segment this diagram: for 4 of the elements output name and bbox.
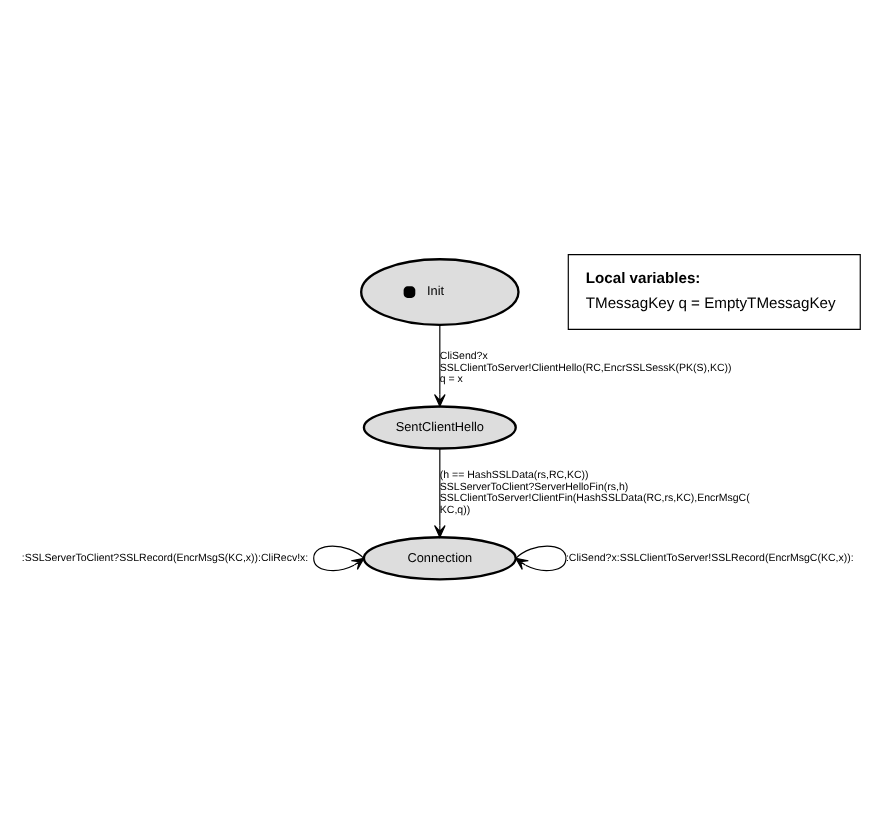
arrow [515, 544, 567, 571]
arrow [434, 323, 446, 406]
arrow [313, 544, 365, 571]
arrow [434, 447, 446, 537]
